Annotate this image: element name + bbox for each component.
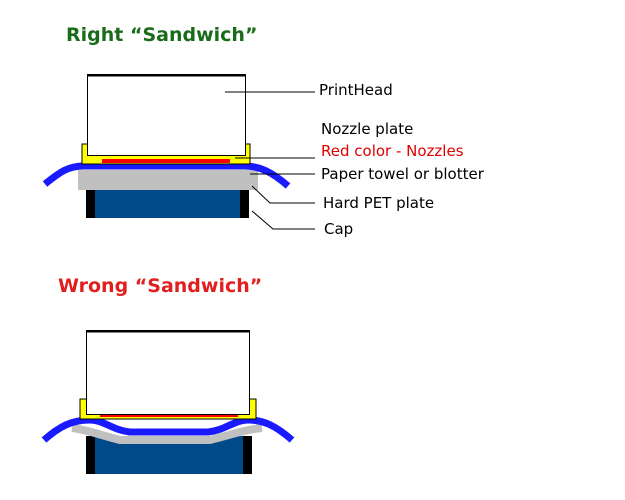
wrong-printhead xyxy=(86,330,250,415)
wrong-sandwich-title: Wrong “Sandwich” xyxy=(58,275,263,297)
right-sandwich xyxy=(42,74,315,230)
label-nozzle-plate: Nozzle plate xyxy=(321,120,414,138)
wrong-sandwich xyxy=(41,330,295,474)
label-printhead: PrintHead xyxy=(319,81,393,99)
wrong-hard-pet-plate xyxy=(71,424,263,444)
wrong-cap-left-wall xyxy=(86,436,95,474)
wrong-cap-right-wall xyxy=(243,436,252,474)
label-paper-towel: Paper towel or blotter xyxy=(321,165,484,183)
right-cap-left-wall xyxy=(86,177,95,218)
right-paper-towel xyxy=(42,162,291,189)
cap-leader xyxy=(251,210,315,230)
right-hard-pet-plate xyxy=(78,170,258,190)
label-hard-pet-plate: Hard PET plate xyxy=(323,194,435,212)
right-red-nozzles xyxy=(102,159,230,163)
label-red-nozzles: Red color - Nozzles xyxy=(321,142,464,160)
label-cap: Cap xyxy=(324,220,354,238)
right-printhead xyxy=(87,74,246,156)
right-sandwich-title: Right “Sandwich” xyxy=(66,24,258,46)
hard-pet-leader xyxy=(251,185,315,204)
right-cap-right-wall xyxy=(240,177,249,218)
wrong-paper-towel xyxy=(41,416,295,443)
